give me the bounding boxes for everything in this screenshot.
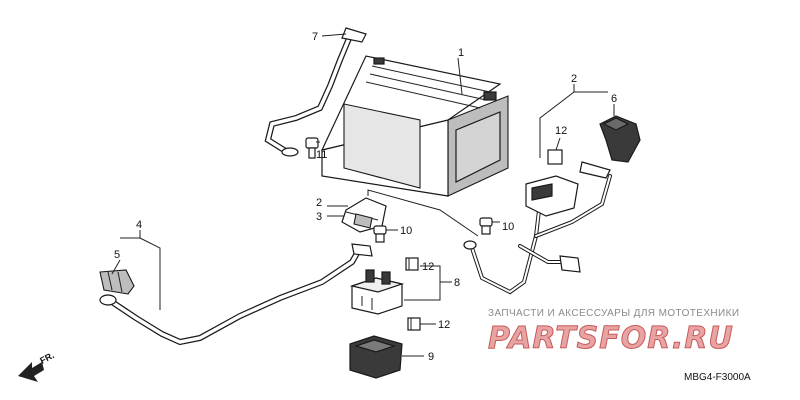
bolt-10b (479, 217, 493, 235)
relay-cover-3 (341, 197, 387, 233)
callout-12: 12 (555, 125, 567, 137)
bolt-11 (305, 137, 319, 159)
callout-7: 7 (312, 31, 318, 43)
positive-cable (463, 149, 612, 295)
callout-6: 6 (611, 93, 617, 105)
negative-cable (264, 27, 367, 157)
callout-1: 1 (458, 47, 464, 59)
callout-9: 9 (428, 351, 434, 363)
starter-cable-lug (351, 243, 373, 257)
positive-terminal-lug (579, 161, 611, 179)
callout-12-lower: 12 (438, 319, 450, 331)
battery-side-panel (455, 111, 501, 183)
watermark-tagline: ЗАПЧАСТИ И АКСЕССУАРЫ ДЛЯ МОТОТЕХНИКИ (488, 308, 739, 319)
callout-10: 10 (400, 225, 412, 237)
fuse-12b (405, 257, 419, 271)
battery (320, 55, 509, 197)
leader-lines (111, 33, 615, 357)
diagram-code: MBG4-F3000A (684, 372, 751, 383)
starter-cable (99, 243, 373, 346)
callout-2-lower: 2 (316, 197, 322, 209)
arrow-icon (18, 362, 44, 382)
terminal-cap-5 (99, 269, 135, 295)
callout-3: 3 (316, 211, 322, 223)
bolt-10a (373, 225, 387, 243)
direction-label: FR. (38, 350, 55, 366)
positive-ring-terminal (463, 240, 477, 250)
front-direction-marker: FR. (18, 350, 56, 382)
relay-boot-9 (349, 335, 403, 379)
starter-cable-ring-terminal (99, 294, 117, 306)
callouts: 1 2 6 7 12 11 2 3 10 10 4 5 12 8 12 9 (114, 31, 617, 363)
watermark: ЗАПЧАСТИ И АКСЕССУАРЫ ДЛЯ МОТОТЕХНИКИ PA… (488, 308, 740, 357)
negative-ring-terminal (281, 147, 299, 157)
callout-10-right: 10 (502, 221, 514, 233)
watermark-brand: PARTSFOR.RU (488, 321, 734, 356)
main-fuse-12a (547, 149, 563, 165)
callout-2: 2 (571, 73, 577, 85)
battery-label-panel (343, 103, 421, 189)
callout-12-middle: 12 (422, 261, 434, 273)
callout-4: 4 (136, 219, 142, 231)
battery-terminal-negative (373, 57, 385, 65)
positive-connector (559, 255, 581, 273)
callout-11: 11 (316, 149, 327, 161)
callout-5: 5 (114, 249, 120, 261)
terminal-cap-body (99, 269, 135, 295)
fuse-12c (407, 317, 421, 331)
terminal-cover-6 (599, 115, 641, 163)
starter-relay-8 (349, 269, 405, 315)
relay-cover-window (353, 213, 373, 229)
callout-8: 8 (454, 277, 460, 289)
battery-terminal-positive (483, 91, 497, 101)
